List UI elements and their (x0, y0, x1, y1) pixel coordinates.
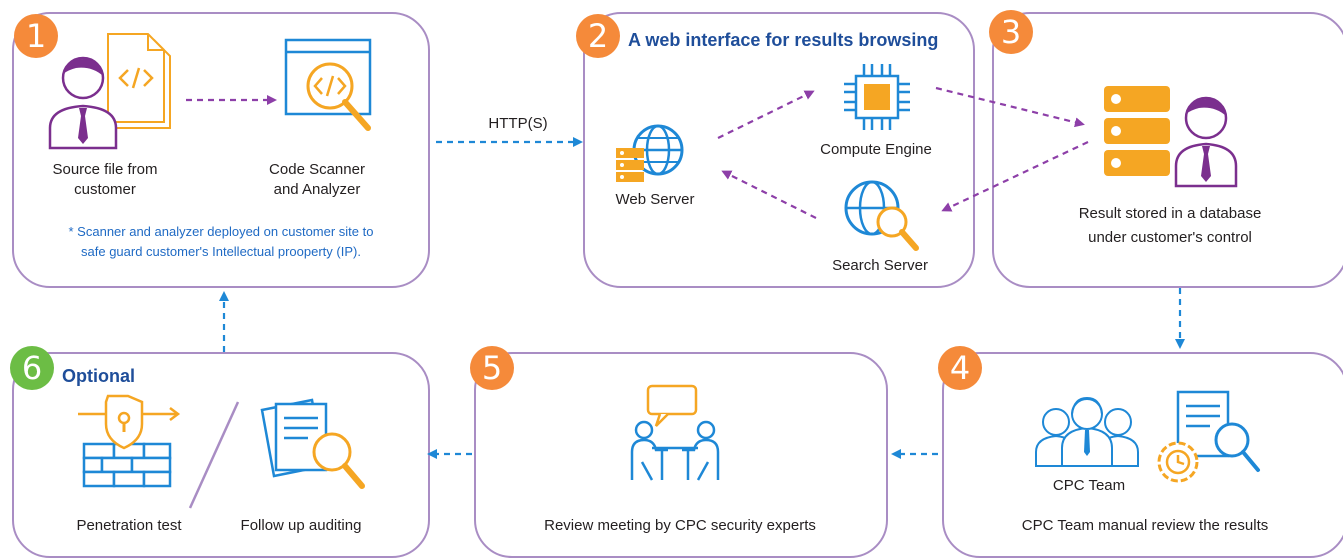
database-label-line2: under customer's control (1088, 229, 1252, 246)
step1-badge: 1 (14, 14, 58, 58)
search-server-label: Search Server (832, 257, 928, 274)
deployment-note-line2: safe guard customer's Intellectual proop… (81, 244, 361, 259)
meeting-icon (630, 384, 720, 481)
arrow-compute-to-database (935, 86, 1085, 128)
step4-box (942, 352, 1343, 558)
step6-box (12, 352, 430, 558)
gear-icon (1157, 441, 1199, 483)
review-meeting-label: Review meeting by CPC security experts (544, 517, 816, 534)
user-icon (48, 56, 118, 150)
web-server-label: Web Server (615, 191, 695, 208)
chip-icon (844, 64, 910, 130)
document-search-icon (260, 398, 365, 489)
manual-review-label: CPC Team manual review the results (1021, 517, 1269, 534)
shield-lock-icon (104, 394, 144, 450)
globe-server-icon (616, 124, 684, 182)
compute-engine-label: Compute Engine (820, 141, 932, 158)
arrow-search-to-web (721, 170, 817, 219)
divider-slash (188, 401, 240, 509)
step3-badge: 3 (989, 10, 1033, 54)
source-file-label: Source file from customer (52, 161, 158, 198)
search-globe-icon (844, 180, 919, 251)
speech-bubble-icon (646, 384, 698, 427)
code-scanner-icon (284, 38, 372, 131)
http-label: HTTP(S) (488, 115, 548, 132)
database-label-line1: Result stored in a database (1078, 205, 1262, 222)
follow-up-label: Follow up auditing (240, 517, 362, 534)
team-icon (1035, 396, 1139, 467)
arrow-database-to-search (941, 141, 1089, 212)
step6-title: Optional (62, 366, 135, 386)
document-review-icon (1157, 390, 1260, 483)
step5-badge: 5 (470, 346, 514, 390)
code-file-icon (107, 33, 171, 129)
cpc-team-label: CPC Team (1052, 477, 1126, 494)
step2-badge: 2 (576, 14, 620, 58)
arrow-web-to-compute (717, 90, 815, 139)
step3-box (992, 12, 1343, 288)
step6-badge: 6 (10, 346, 54, 390)
step2-title: A web interface for results browsing (628, 30, 939, 50)
code-scanner-label: Code Scanner and Analyzer (269, 161, 365, 198)
database-user-icon (1104, 86, 1238, 188)
step4-badge: 4 (938, 346, 982, 390)
penetration-test-label: Penetration test (76, 517, 182, 534)
deployment-note-line1: * Scanner and analyzer deployed on custo… (68, 224, 374, 239)
firewall-icon (78, 394, 181, 488)
